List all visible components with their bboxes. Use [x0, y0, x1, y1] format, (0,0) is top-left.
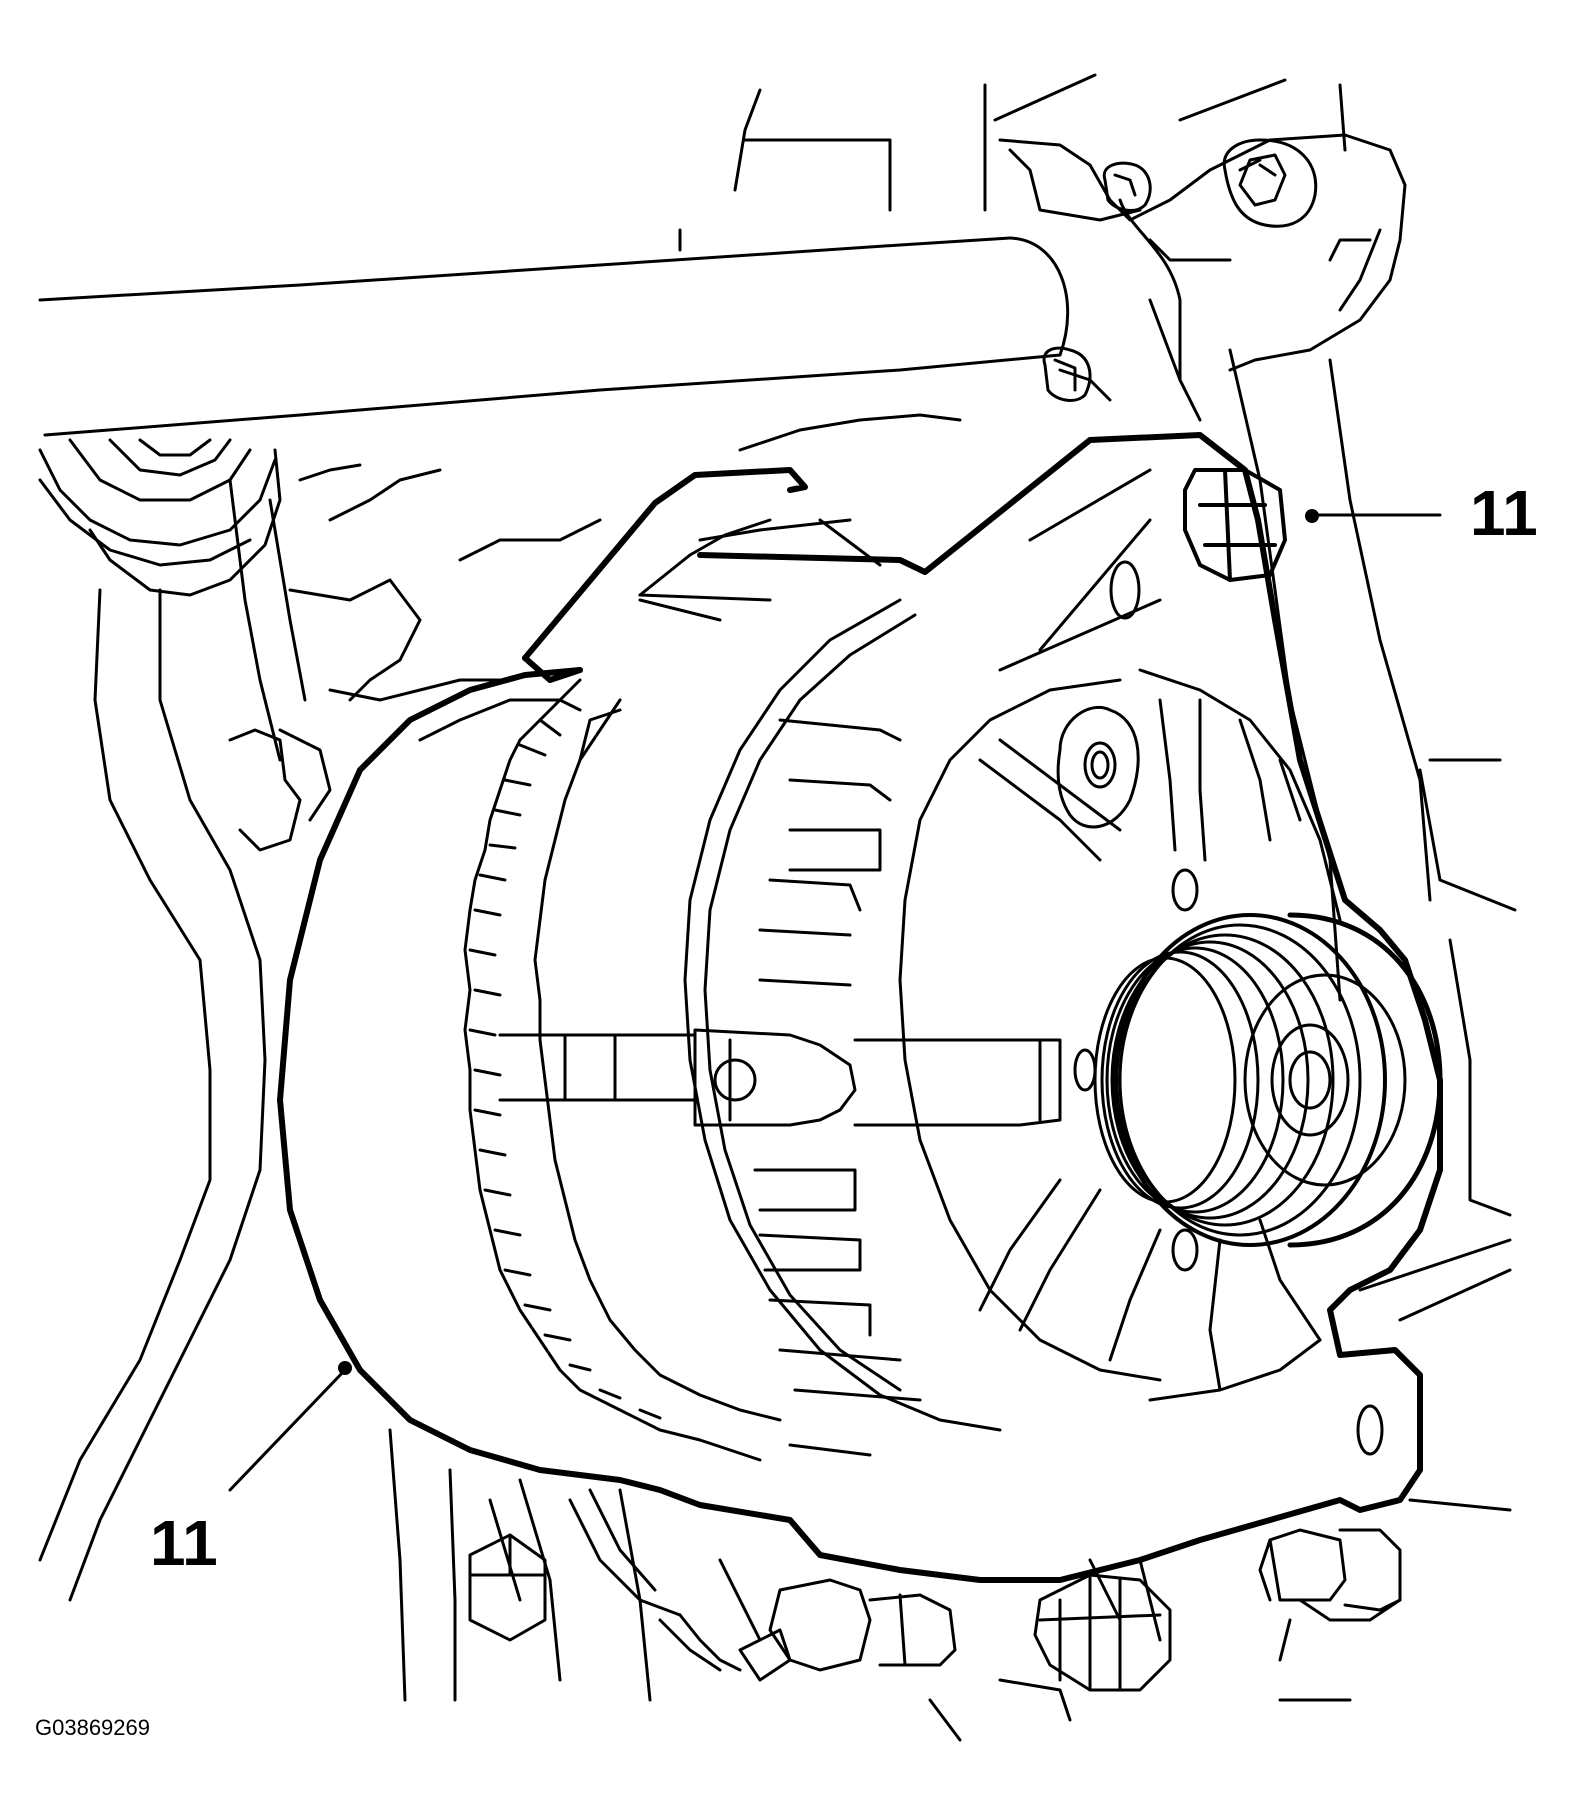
pulley [1093, 912, 1443, 1248]
alternator [277, 432, 1443, 1583]
callout-label-left: 11 [150, 1507, 218, 1579]
fin-slots [753, 718, 922, 1457]
bottom-hardware [468, 1488, 1402, 1692]
horizontal-pipe [38, 236, 1070, 437]
callout-label-right: 11 [1470, 477, 1538, 549]
callout-dot-right [1305, 509, 1319, 523]
callout-dot-left [338, 1361, 352, 1375]
callout-dots [338, 509, 1319, 1375]
engine-background [38, 73, 1517, 1742]
cooling-fins-left [463, 678, 782, 1462]
figure-code: G03869269 [35, 1715, 150, 1740]
callout-leader-left [228, 1368, 347, 1492]
top-bolt [1183, 468, 1287, 582]
front-housing [683, 598, 1342, 1432]
lower-mount-ear [1356, 1404, 1384, 1456]
callout-leaders [228, 513, 1442, 1492]
alternator-outline [277, 432, 1443, 1583]
cross-bar [498, 1028, 1062, 1127]
pipe-clamp-bracket [998, 133, 1407, 422]
